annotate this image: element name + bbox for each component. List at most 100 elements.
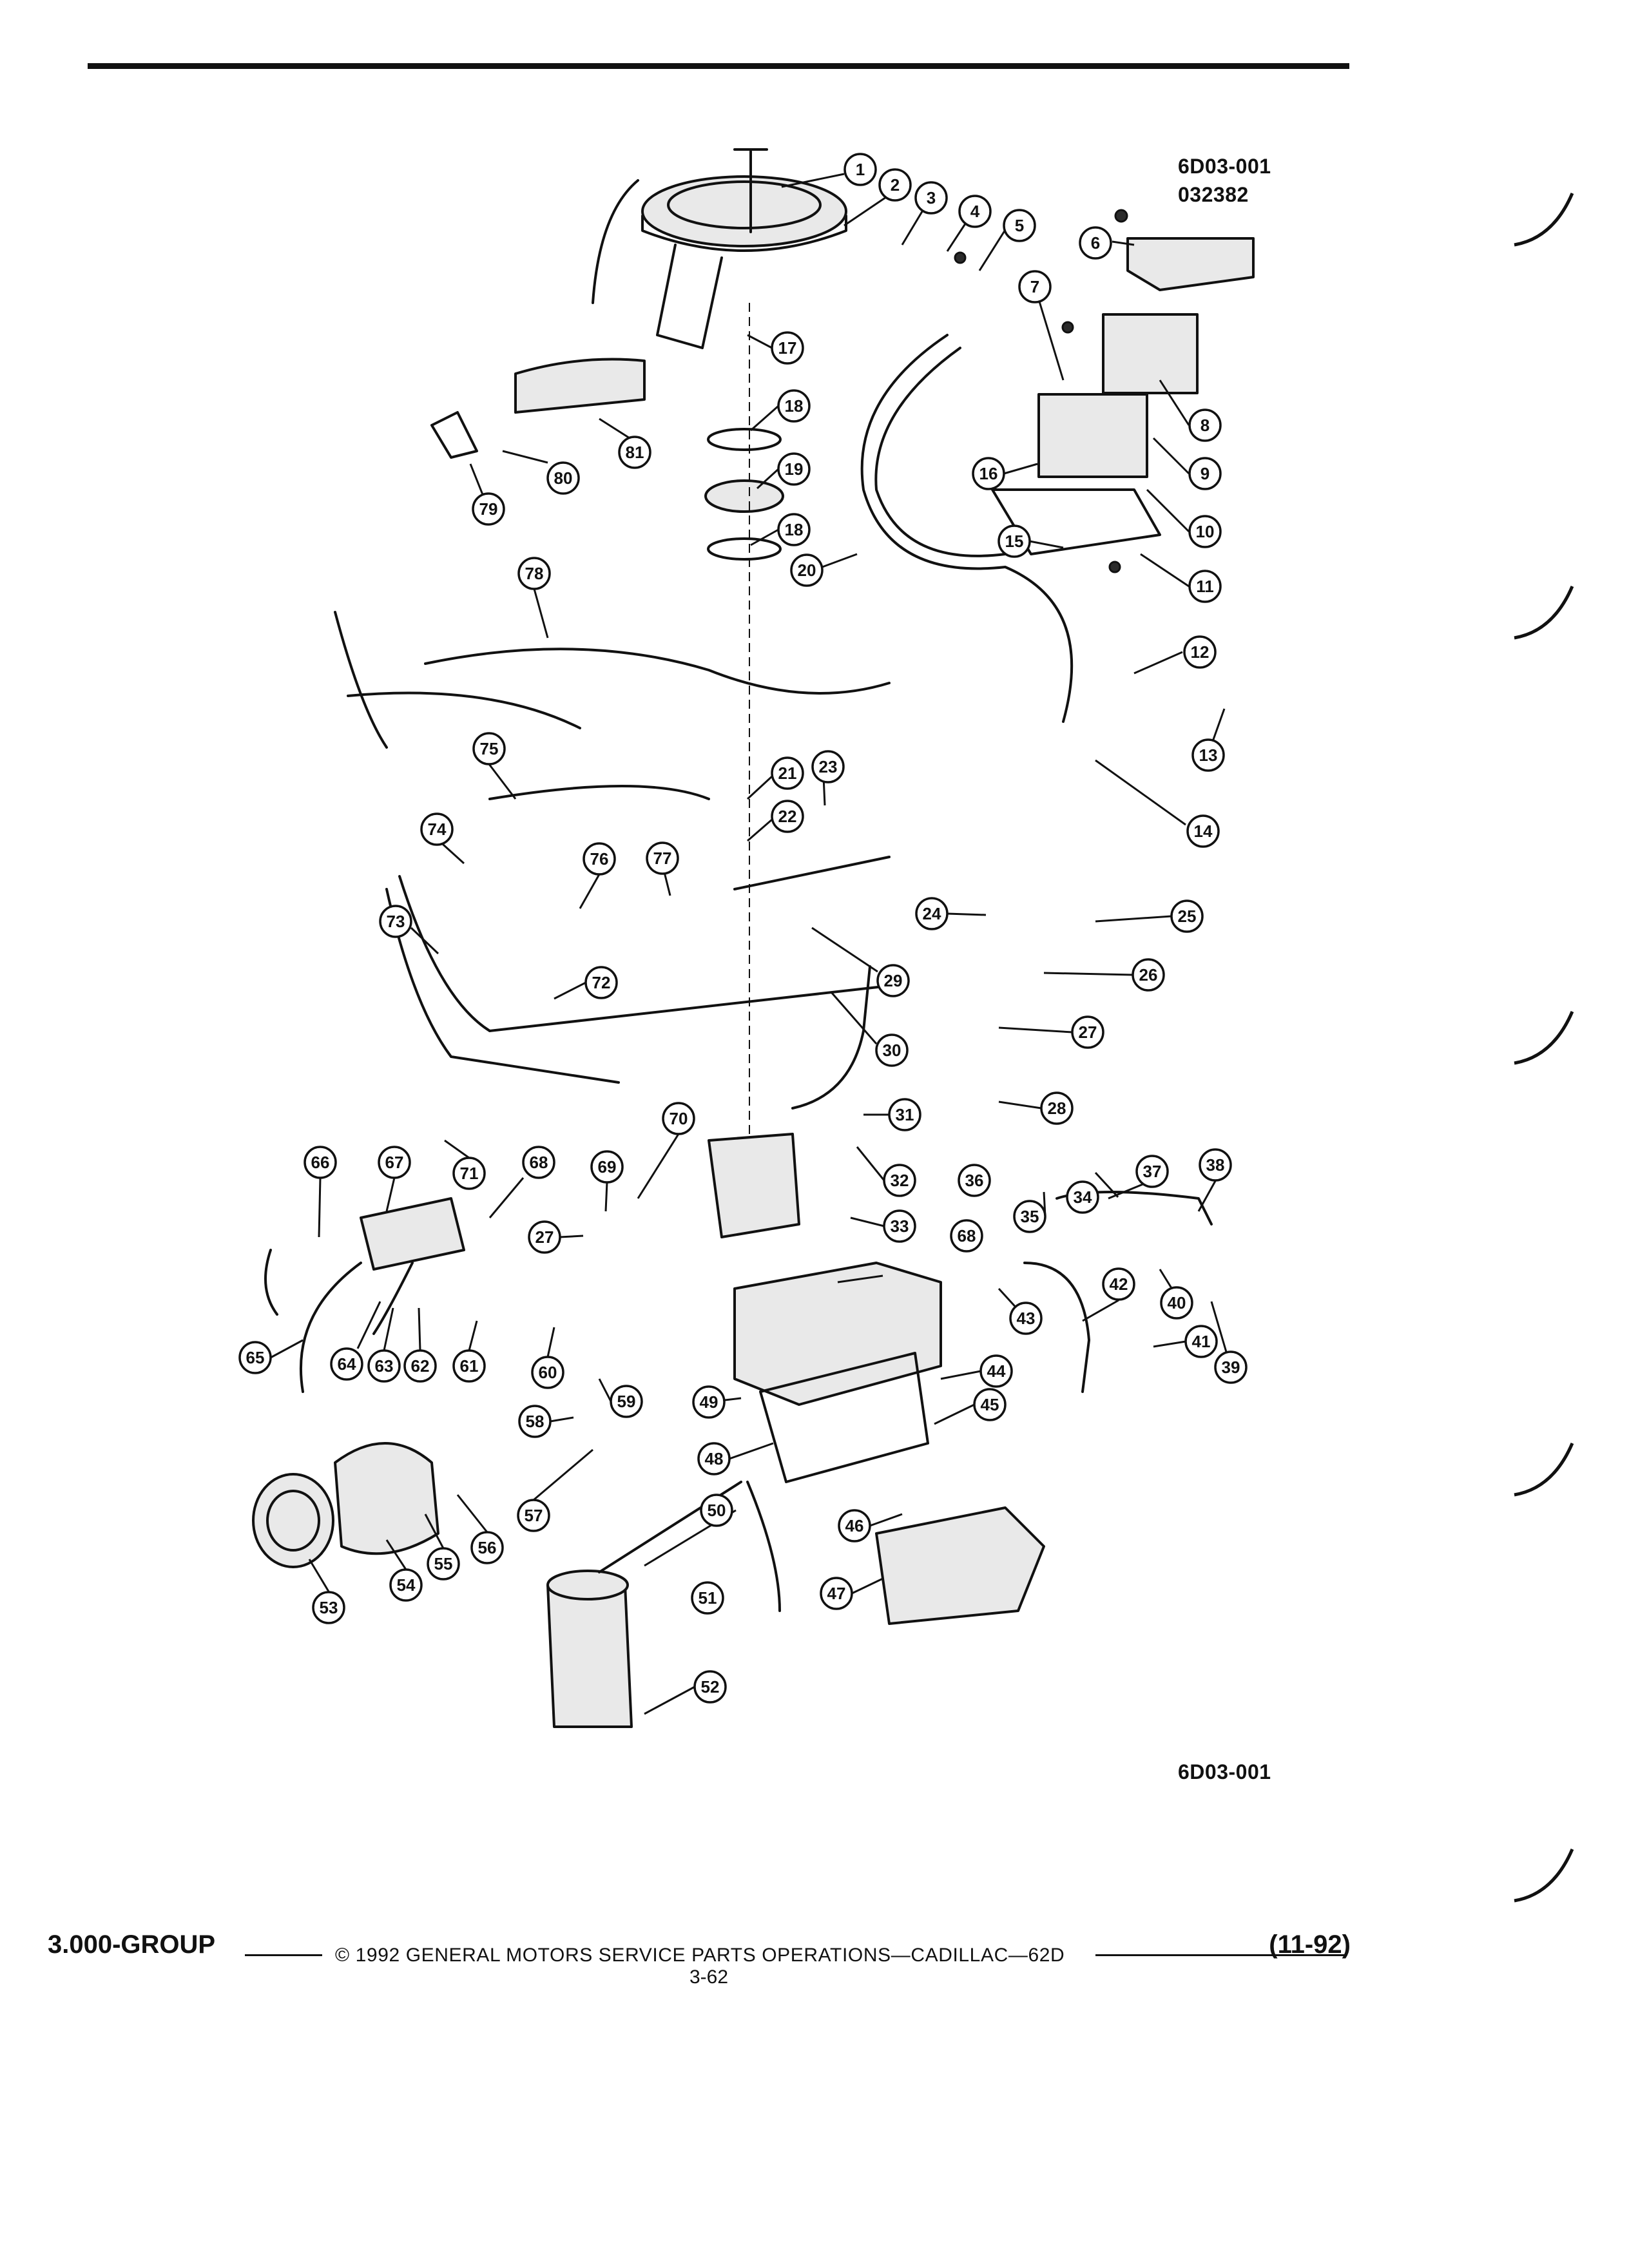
callout-63: 63 (367, 1349, 401, 1383)
module-8 (1102, 313, 1199, 394)
callout-13: 13 (1191, 738, 1225, 772)
callout-leaders (270, 173, 1232, 1715)
callout-6: 6 (1079, 226, 1112, 260)
svg-text:6: 6 (1091, 233, 1100, 253)
svg-text:68: 68 (530, 1153, 548, 1172)
footer-group: 3.000-GROUP (48, 1930, 216, 1959)
callout-75: 75 (472, 732, 506, 765)
svg-text:39: 39 (1222, 1358, 1240, 1377)
callout-50: 50 (700, 1494, 733, 1527)
callout-11: 11 (1188, 570, 1222, 603)
callout-49: 49 (692, 1385, 726, 1419)
callout-36: 36 (958, 1164, 991, 1197)
svg-text:1: 1 (856, 160, 865, 179)
svg-text:40: 40 (1168, 1293, 1186, 1312)
callout-78: 78 (517, 557, 551, 590)
svg-text:19: 19 (785, 459, 804, 479)
callout-15: 15 (998, 524, 1031, 558)
svg-text:34: 34 (1074, 1187, 1092, 1207)
svg-text:41: 41 (1192, 1332, 1211, 1351)
callout-74: 74 (420, 812, 454, 846)
callout-21: 21 (771, 756, 804, 790)
callout-24: 24 (915, 897, 949, 930)
callout-47: 47 (820, 1577, 853, 1610)
callout-10: 10 (1188, 515, 1222, 548)
callout-52: 52 (693, 1670, 727, 1704)
svg-text:64: 64 (338, 1354, 356, 1374)
callout-31: 31 (888, 1098, 921, 1131)
svg-text:46: 46 (845, 1516, 864, 1535)
callout-7: 7 (1018, 270, 1052, 303)
callout-18-upper: 18 (777, 389, 811, 423)
callout-18-lower: 18 (777, 513, 811, 546)
svg-text:7: 7 (1030, 277, 1039, 296)
svg-text:62: 62 (411, 1356, 430, 1376)
svg-text:13: 13 (1199, 745, 1218, 765)
svg-text:35: 35 (1021, 1207, 1039, 1226)
figure-id-top: 6D03-001 (1178, 155, 1271, 178)
pulley-53 (252, 1473, 334, 1568)
svg-text:67: 67 (385, 1153, 404, 1172)
air-cleaner-lid (641, 175, 847, 247)
ecm-10 (1037, 393, 1148, 478)
callout-30: 30 (875, 1033, 909, 1067)
svg-text:11: 11 (1196, 577, 1214, 596)
svg-text:18: 18 (785, 396, 804, 416)
footer-page-number: 3-62 (689, 1966, 729, 1988)
callout-9: 9 (1188, 457, 1222, 490)
callout-41: 41 (1184, 1325, 1218, 1358)
callout-43: 43 (1009, 1302, 1043, 1335)
callout-79: 79 (472, 492, 505, 526)
callout-67: 67 (378, 1146, 411, 1179)
svg-text:76: 76 (590, 849, 609, 869)
svg-text:66: 66 (311, 1153, 330, 1172)
svg-text:49: 49 (700, 1392, 718, 1412)
callout-46: 46 (838, 1509, 871, 1542)
figure-id-bottom: 6D03-001 (1178, 1760, 1271, 1783)
svg-text:58: 58 (526, 1412, 545, 1431)
callout-42: 42 (1102, 1267, 1135, 1301)
bracket-6 (1126, 237, 1255, 291)
svg-text:10: 10 (1196, 522, 1215, 541)
svg-text:69: 69 (598, 1157, 617, 1177)
svg-text:28: 28 (1048, 1099, 1066, 1118)
svg-text:52: 52 (701, 1677, 720, 1696)
callout-80: 80 (546, 461, 580, 495)
svg-text:71: 71 (460, 1164, 479, 1183)
svg-text:63: 63 (375, 1356, 394, 1376)
callout-28: 28 (1040, 1091, 1074, 1125)
callout-33: 33 (883, 1209, 916, 1243)
svg-text:78: 78 (525, 564, 544, 583)
svg-text:70: 70 (670, 1109, 688, 1128)
margin-mark-4 (1514, 1443, 1574, 1497)
callout-61: 61 (452, 1349, 486, 1383)
egr-valve-54 (334, 1442, 439, 1555)
callout-3: 3 (914, 181, 948, 215)
callout-77: 77 (646, 841, 679, 875)
margin-mark-1 (1514, 193, 1574, 247)
svg-text:9: 9 (1200, 464, 1210, 483)
svg-text:44: 44 (987, 1361, 1006, 1381)
margin-mark-5 (1514, 1849, 1574, 1903)
svg-text:65: 65 (246, 1348, 265, 1367)
svg-text:3: 3 (927, 188, 936, 207)
svg-text:47: 47 (827, 1584, 846, 1603)
callout-27-left: 27 (528, 1220, 561, 1254)
callout-68-left: 68 (522, 1146, 555, 1179)
svg-text:74: 74 (428, 820, 447, 839)
callout-65: 65 (238, 1341, 272, 1374)
callout-71: 71 (452, 1157, 486, 1190)
callout-2: 2 (878, 168, 912, 202)
throttle-body (708, 1133, 800, 1238)
vapor-canister (546, 1584, 633, 1728)
svg-text:56: 56 (478, 1538, 497, 1557)
callout-56: 56 (470, 1531, 504, 1564)
svg-text:2: 2 (891, 175, 900, 195)
svg-text:23: 23 (819, 757, 838, 776)
svg-text:60: 60 (539, 1363, 557, 1382)
callout-45: 45 (973, 1388, 1007, 1421)
callout-53: 53 (312, 1591, 345, 1624)
svg-text:17: 17 (778, 338, 797, 358)
callout-8: 8 (1188, 408, 1222, 442)
svg-text:33: 33 (891, 1216, 909, 1236)
